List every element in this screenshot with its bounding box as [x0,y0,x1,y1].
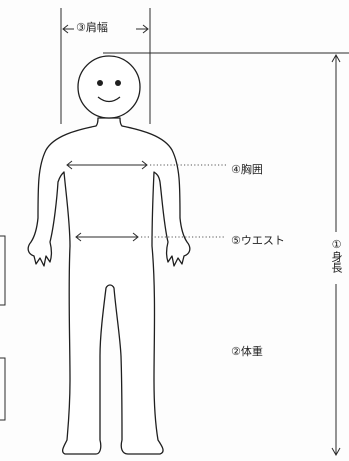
waist-arrow [75,232,139,242]
shoulder-width-label: ③肩幅 [75,21,109,34]
eye-left-icon [97,80,103,86]
smile-icon [97,96,121,103]
figure-body [27,117,191,455]
height-arrow [331,53,341,457]
margin-box-top [0,235,6,306]
height-label: ①身長 [330,238,343,273]
waist-label: ⑤ウエスト [231,234,285,247]
chest-arrow [66,160,148,170]
shoulder-width-arrow [62,24,149,34]
chest-label: ④胸囲 [231,163,263,176]
weight-label: ②体重 [231,345,263,358]
margin-box-bottom [0,357,6,421]
eye-right-icon [115,80,121,86]
figure-head [77,55,141,119]
